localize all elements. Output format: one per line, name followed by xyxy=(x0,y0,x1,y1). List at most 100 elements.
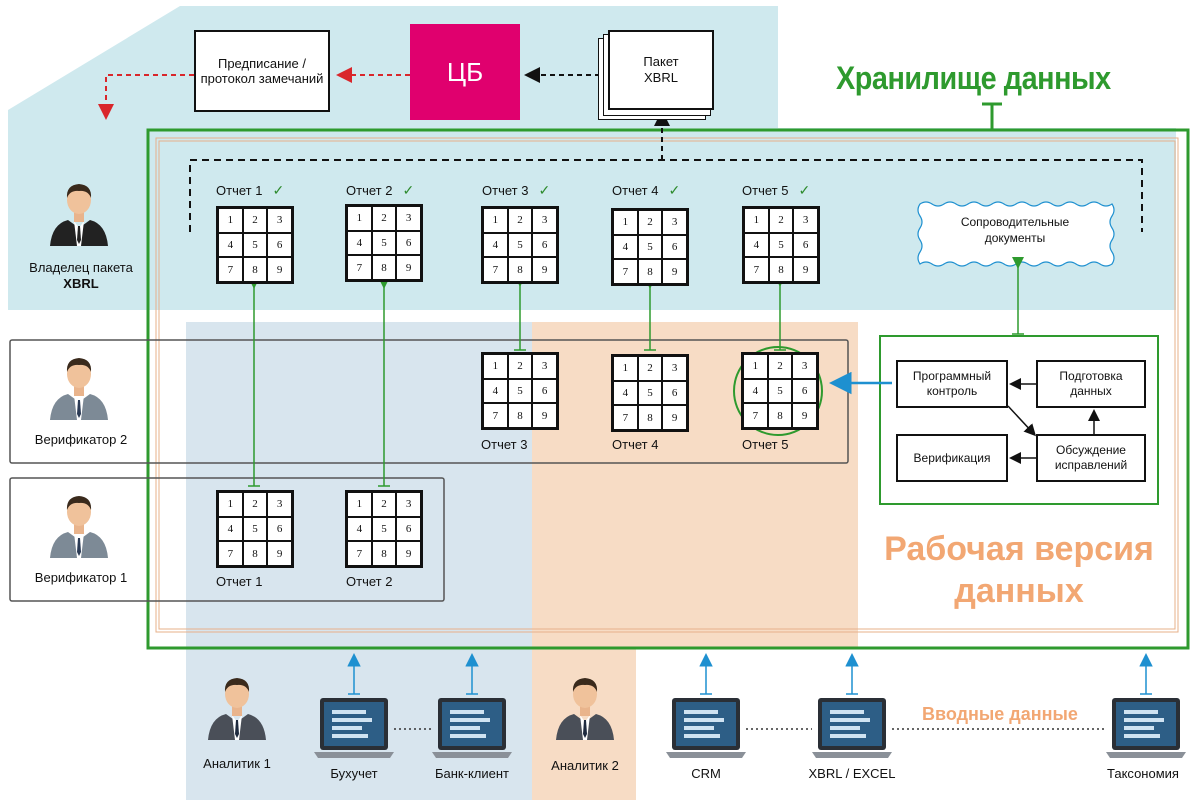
storage-title: Хранилище данных xyxy=(836,60,1111,96)
grid-cell: 1 xyxy=(743,354,768,379)
grid-cell: 5 xyxy=(507,232,533,258)
grid-cell: 9 xyxy=(792,403,817,428)
accounting-laptop-icon xyxy=(314,698,394,758)
data-prep-label: Подготовка данных xyxy=(1059,369,1123,398)
grid-cell: 8 xyxy=(242,541,268,566)
grid-cell: 4 xyxy=(347,230,372,256)
docs-wavy-border xyxy=(917,201,1115,267)
prescription-label: Предписание / протокол замечаний xyxy=(200,56,324,86)
grid-cell: 4 xyxy=(743,378,768,404)
report5-highlight xyxy=(733,346,823,436)
grid-cell: 6 xyxy=(793,232,818,258)
grid-cell: 6 xyxy=(267,232,292,258)
grid-cell: 1 xyxy=(483,208,508,233)
grid-cell: 5 xyxy=(242,516,268,542)
storage-report-1-label: Отчет 1✓ xyxy=(216,182,285,198)
v2-report-4-label: Отчет 4 xyxy=(612,437,659,452)
verifier2-label: Верификатор 2 xyxy=(34,432,128,447)
grid-cell: 8 xyxy=(242,257,268,282)
program-control-label: Программный контроль xyxy=(912,369,992,398)
discussion-box: Обсуждение исправлений xyxy=(1036,434,1146,482)
grid-cell: 3 xyxy=(792,354,817,379)
grid-cell: 7 xyxy=(483,257,508,282)
grid-cell: 5 xyxy=(767,378,793,404)
grid-cell: 3 xyxy=(267,492,292,517)
verification-label: Верификация xyxy=(913,450,991,465)
grid-cell: 1 xyxy=(218,208,243,233)
accompanying-docs-label: Сопроводительные документы xyxy=(960,215,1070,245)
grid-cell: 5 xyxy=(637,380,663,406)
grid-cell: 1 xyxy=(218,492,243,517)
verifier2-avatar-icon xyxy=(50,358,108,420)
grid-cell: 4 xyxy=(218,516,243,542)
program-control-box: Программный контроль xyxy=(896,360,1008,408)
owner-avatar-icon xyxy=(50,184,108,246)
grid-cell: 9 xyxy=(396,255,421,280)
grid-cell: 6 xyxy=(532,378,557,404)
crm-label: CRM xyxy=(691,766,721,781)
grid-cell: 4 xyxy=(218,232,243,258)
grid-cell: 2 xyxy=(768,208,794,233)
storage-inner-frame xyxy=(155,137,1179,633)
storage-border xyxy=(146,128,1190,650)
grid-cell: 9 xyxy=(532,403,557,428)
storage-report-2-label: Отчет 2✓ xyxy=(346,182,415,198)
grid-cell: 2 xyxy=(371,206,397,231)
taxonomy-laptop-icon xyxy=(1106,698,1186,758)
crm-laptop-icon xyxy=(666,698,746,758)
verifier1-row xyxy=(9,477,445,602)
grid-cell: 3 xyxy=(662,356,687,381)
input-data-label: Вводные данные xyxy=(922,704,1078,724)
grid-cell: 2 xyxy=(637,210,663,235)
grid-cell: 3 xyxy=(532,208,557,233)
grid-cell: 7 xyxy=(613,259,638,284)
grid-cell: 8 xyxy=(371,255,397,280)
taxonomy-label: Таксономия xyxy=(1107,766,1179,781)
grid-cell: 5 xyxy=(637,234,663,260)
v1-report-1-label: Отчет 1 xyxy=(216,574,263,589)
bank-client-laptop-icon xyxy=(432,698,512,758)
grid-cell: 5 xyxy=(371,516,397,542)
grid-cell: 4 xyxy=(744,232,769,258)
xbrl-package-label: Пакет XBRL xyxy=(643,54,679,85)
grid-cell: 6 xyxy=(662,234,687,260)
xbrl-package-box: Пакет XBRL xyxy=(608,30,714,110)
bank-client-label: Банк-клиент xyxy=(434,766,509,781)
grid-cell: 8 xyxy=(507,257,533,282)
grid-cell: 4 xyxy=(483,378,508,404)
grid-cell: 7 xyxy=(613,405,638,430)
xbrl-package-stack: Пакет XBRL xyxy=(598,30,718,120)
grid-cell: 6 xyxy=(267,516,292,542)
verifier1-label: Верификатор 1 xyxy=(34,570,128,585)
owner-label-line1: Владелец пакета xyxy=(29,260,133,275)
analyst1-label: Аналитик 1 xyxy=(203,756,271,771)
grid-cell: 6 xyxy=(662,380,687,406)
grid-cell: 5 xyxy=(768,232,794,258)
storage-report-5-label: Отчет 5✓ xyxy=(742,182,811,198)
grid-cell: 2 xyxy=(371,492,397,517)
grid-cell: 9 xyxy=(793,257,818,282)
grid-cell: 8 xyxy=(371,541,397,566)
prescription-box: Предписание / протокол замечаний xyxy=(194,30,330,112)
reports-bracket xyxy=(189,159,1143,232)
owner-label: Владелец пакета XBRL xyxy=(6,260,156,292)
cb-label: ЦБ xyxy=(446,56,484,87)
storage-report-3-label: Отчет 3✓ xyxy=(482,182,551,198)
grid-cell: 9 xyxy=(396,541,421,566)
verifier2-row xyxy=(9,339,849,464)
v2-report-5-label: Отчет 5 xyxy=(742,437,789,452)
grid-cell: 2 xyxy=(242,208,268,233)
grid-cell: 5 xyxy=(507,378,533,404)
grid-cell: 2 xyxy=(507,208,533,233)
grid-cell: 8 xyxy=(637,259,663,284)
grid-cell: 9 xyxy=(267,257,292,282)
